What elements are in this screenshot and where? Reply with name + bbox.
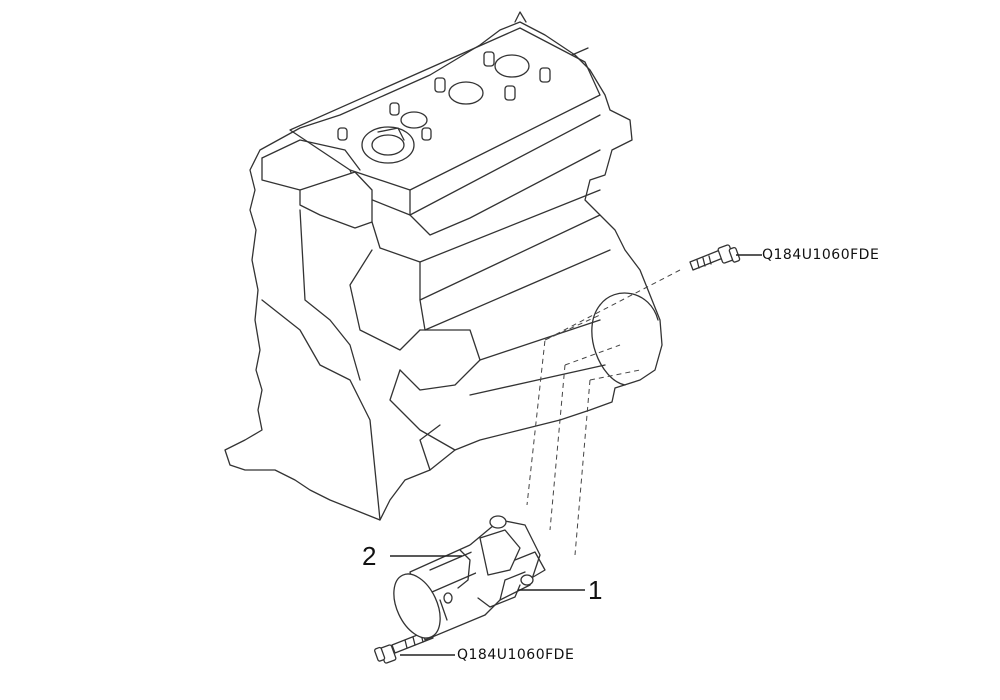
upper-bolt (689, 244, 741, 271)
lower-bolt-part-number: Q184U1060FDE (457, 647, 575, 663)
alignment-lines (526, 269, 681, 556)
upper-bolt-part-number: Q184U1060FDE (762, 247, 880, 263)
engine-block (224, 11, 663, 521)
callout-item-2: 2 (362, 541, 377, 571)
starter-motor (393, 515, 546, 641)
callout-item-1: 1 (588, 575, 603, 605)
